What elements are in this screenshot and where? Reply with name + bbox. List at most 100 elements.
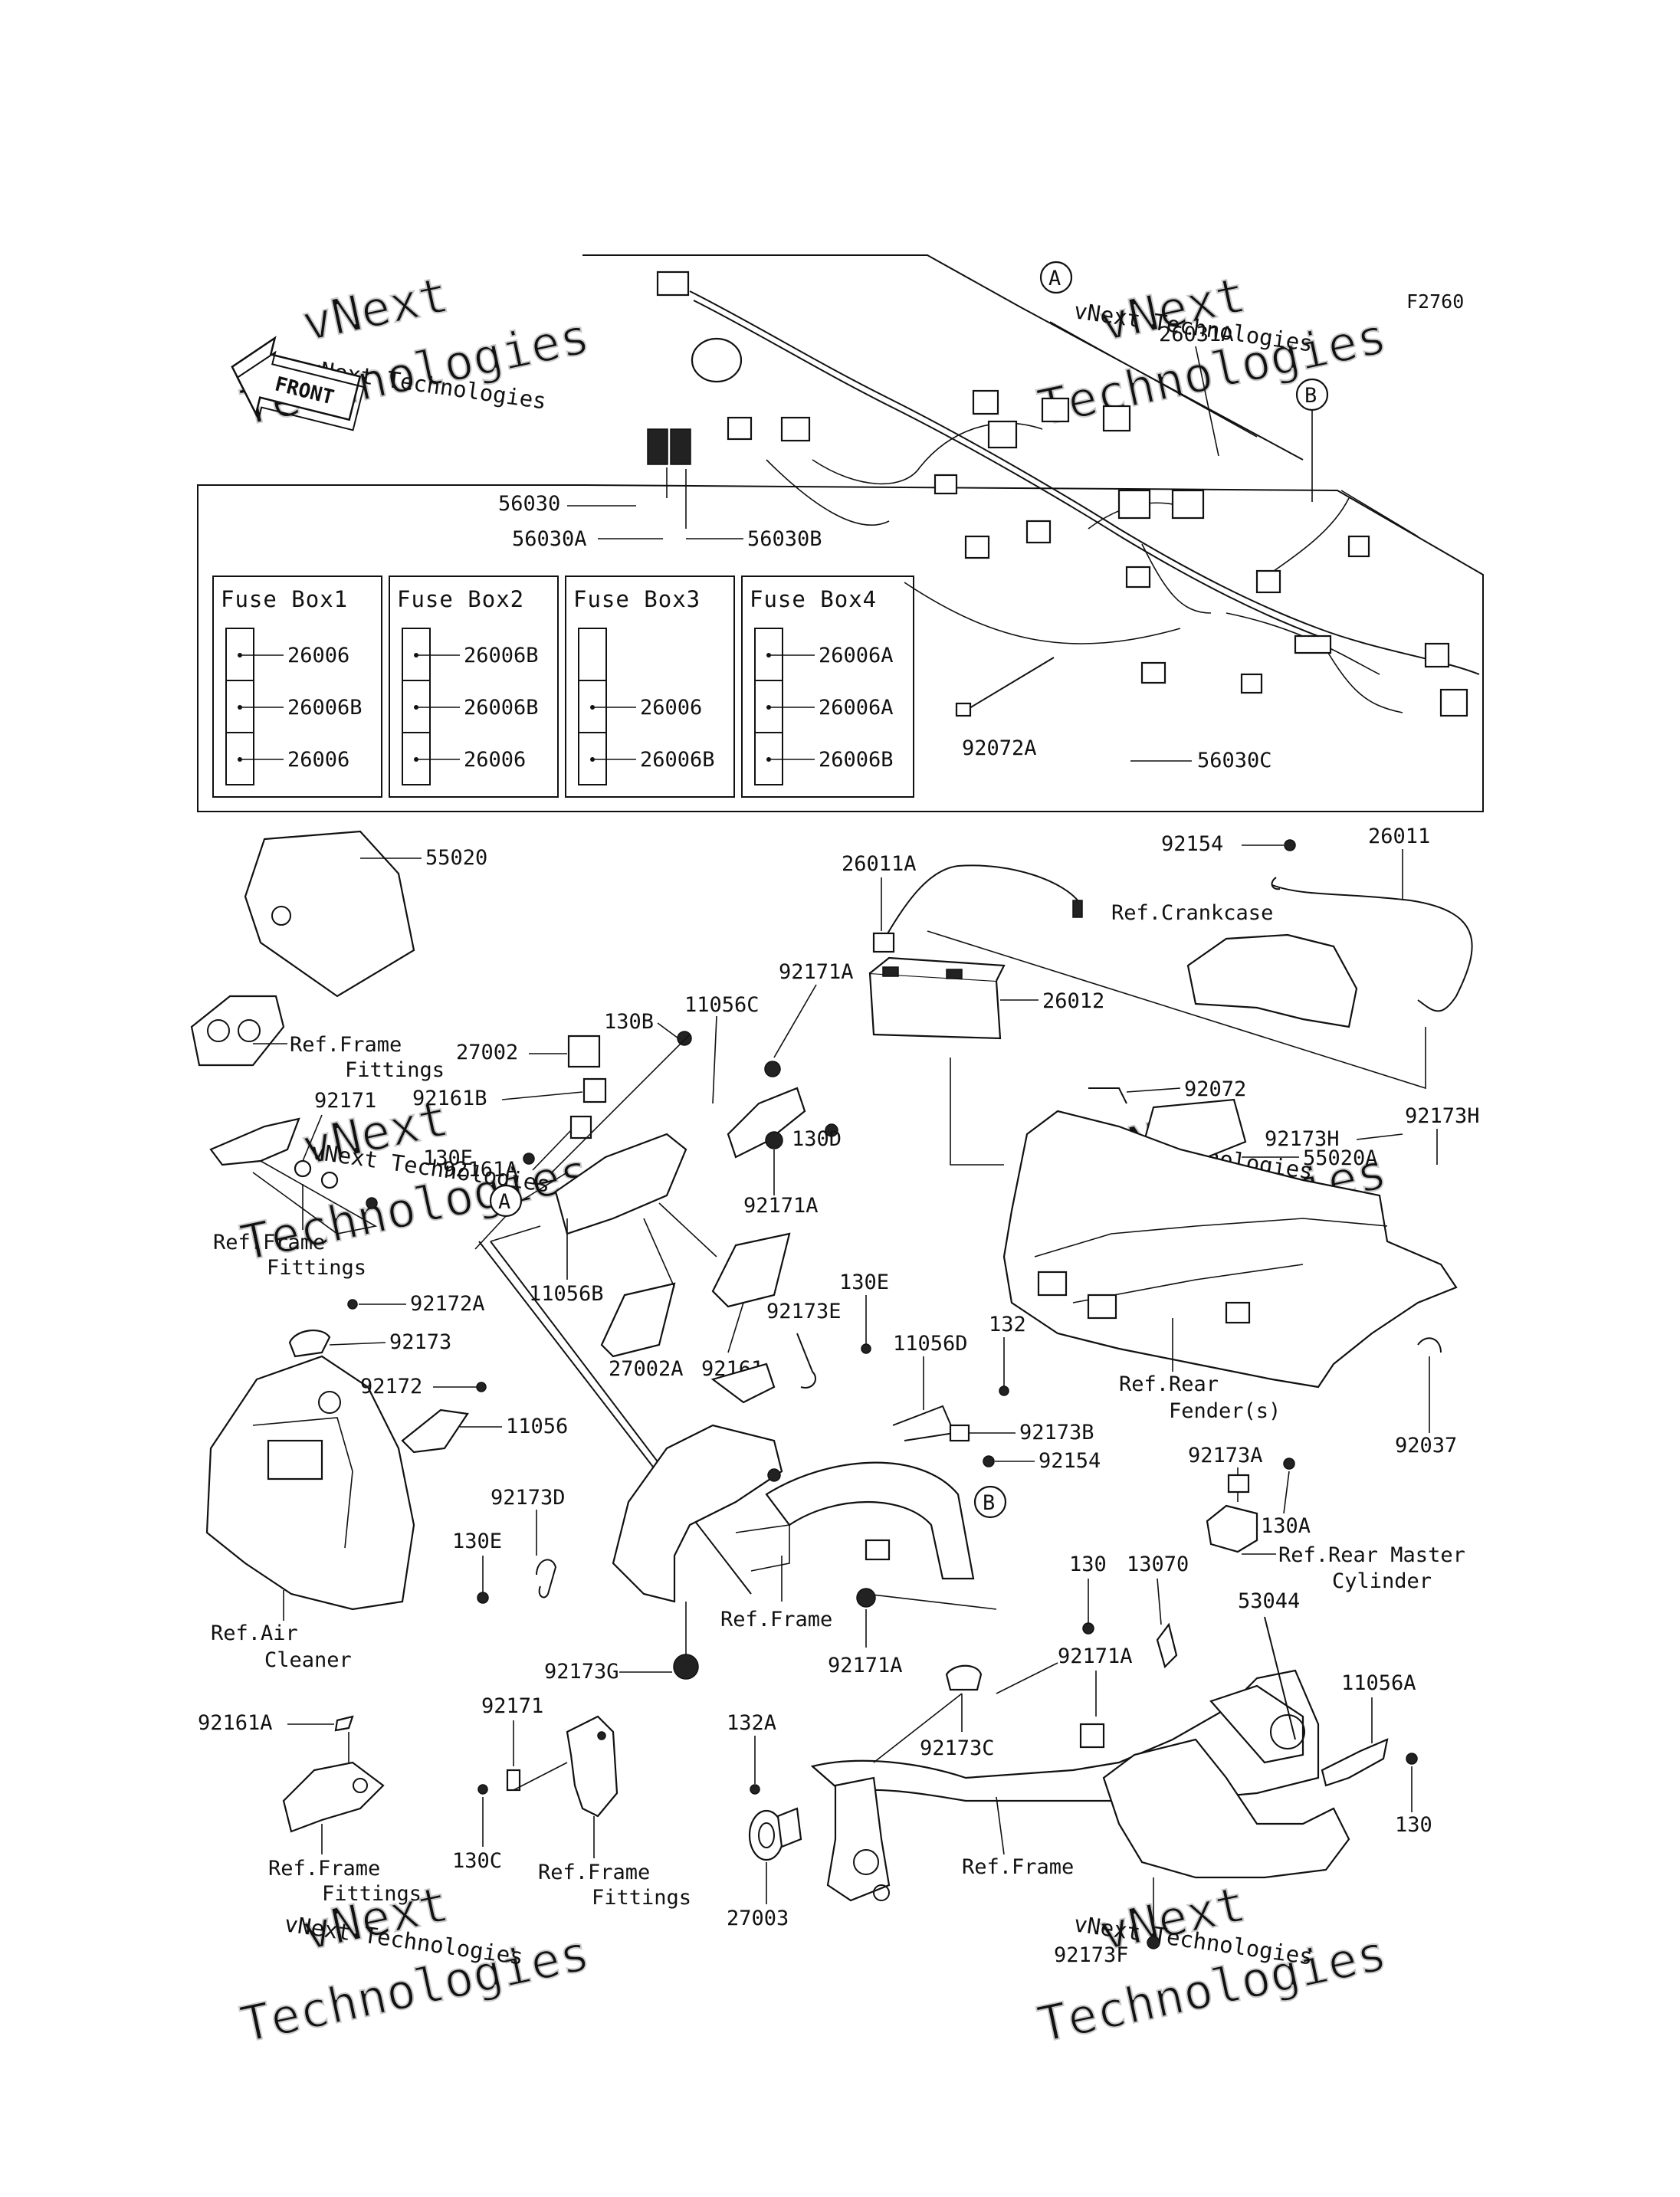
bracket-92072 [1088,1087,1127,1104]
fuse-box-2: Fuse Box2 26006B 26006B 26006 [389,575,559,798]
part-130A: 130A [1261,1514,1311,1538]
cable-26011A [881,864,1081,945]
part-92161A: 92161A [443,1158,518,1182]
part-92171A: 92171A [1058,1644,1133,1668]
svg-text:B: B [1304,384,1317,408]
rear-fender-ref [1002,1110,1458,1389]
part-56030: 56030 [498,492,560,516]
master-cylinder-bracket [1206,1504,1258,1553]
ref-rear-master-label: Ref.Rear Master [1278,1543,1465,1567]
fuse-slot: 26006 [464,748,526,772]
sensor-92173C [945,1664,983,1691]
fuse-slot: 26006 [287,748,349,772]
part-26011: 26011 [1368,825,1430,848]
part-92173E: 92173E [766,1300,842,1323]
part-92173F: 92173F [1054,1943,1129,1967]
part-26012: 26012 [1042,989,1104,1013]
clip-92037 [1417,1337,1442,1353]
bracket-92171 [209,1117,378,1235]
part-132A: 132A [727,1711,776,1735]
cable-tie [961,657,1055,713]
part-55020: 55020 [425,846,487,870]
part-56030A: 56030A [512,527,587,551]
crankcase-ref [1186,933,1358,1028]
ref-air-cleaner-label: Cleaner [264,1648,352,1672]
fuse-box-4: Fuse Box4 26006A 26006A 26006B [741,575,914,798]
part-92173A: 92173A [1188,1444,1263,1467]
fuse-slot: 26006A [819,696,894,720]
part-130: 130 [1069,1553,1107,1576]
fuse-box-3: Fuse Box3 26006 26006B [565,575,735,798]
fuse-slot: 26006 [287,644,349,667]
part-92173G: 92173G [544,1660,619,1684]
part-92171: 92171 [481,1694,543,1718]
ref-frame-label: Ref.Frame [962,1855,1074,1879]
part-92154: 92154 [1039,1449,1101,1473]
front-arrow-icon: FRONT [231,336,365,431]
part-11056: 11056 [506,1415,568,1438]
svg-text:A: A [498,1190,510,1214]
ref-frame-fittings-label: Ref.Frame [538,1861,650,1884]
part-92171: 92171 [314,1089,376,1113]
part-27002A: 27002A [609,1357,684,1381]
fuse-box-title: Fuse Box3 [573,586,701,612]
part-11056A: 11056A [1341,1671,1416,1695]
battery-26012 [868,956,1039,1040]
part-92173H: 92173H [1405,1104,1480,1128]
fuse-box-title: Fuse Box2 [397,586,524,612]
ref-frame-fittings-label: Ref.Frame [268,1857,380,1881]
fuse-slot: 26006B [640,748,715,772]
part-130B: 130B [604,1010,654,1034]
part-11056B: 11056B [529,1282,604,1306]
ref-frame-label: Ref.Frame [720,1608,832,1631]
part-130E: 130E [423,1146,473,1170]
part-130C: 130C [452,1849,502,1873]
part-92173C: 92173C [920,1736,995,1760]
part-92173B: 92173B [1019,1421,1094,1444]
ref-crankcase-label: Ref.Crankcase [1111,901,1273,925]
fuse-slot: 26006B [287,696,363,720]
ref-air-cleaner-label: Ref.Air [211,1622,298,1645]
part-56030B: 56030B [747,527,822,551]
part-92154: 92154 [1161,832,1223,856]
fittings-92171 [477,1715,619,1818]
fuse-slot: 26006 [640,696,702,720]
part-92037: 92037 [1395,1434,1457,1458]
frame-ref [478,1241,997,1610]
fittings-92161A [282,1715,385,1833]
part-92072A: 92072A [962,736,1037,760]
part-26011A: 26011A [842,852,917,876]
part-130: 130 [1395,1813,1432,1837]
part-130E: 130E [839,1271,889,1294]
bracket-11056A [1321,1738,1389,1787]
ref-frame-fittings-label: Fittings [322,1882,422,1906]
part-92173D: 92173D [491,1486,566,1510]
part-92171A: 92171A [779,960,854,984]
ecu-bracket [490,1031,838,1358]
cable-tie-head [955,702,972,717]
part-27002: 27002 [456,1041,518,1064]
part-92161B: 92161B [412,1087,487,1110]
air-cleaner-ref [205,1299,487,1611]
fuse-slot: 26006A [819,644,894,667]
tube-53044 [1264,1616,1296,1740]
part-92171A: 92171A [828,1654,903,1677]
cover-55020 [190,830,422,1067]
part-130D: 130D [792,1127,842,1151]
ref-frame-fittings-label: Ref.Frame [213,1231,325,1254]
part-55020A: 55020A [1303,1146,1378,1170]
part-92173: 92173 [389,1330,451,1354]
part-11056C: 11056C [684,993,760,1017]
fuse-slot: 26006B [464,696,539,720]
harness-frame [197,254,1484,812]
ref-rear-fender-label: Ref.Rear [1119,1372,1219,1396]
part-92161A: 92161A [198,1711,273,1735]
part-92172: 92172 [360,1375,422,1399]
fuse-box-title: Fuse Box1 [221,586,348,612]
part-130E: 130E [452,1530,502,1553]
part-56030C: 56030C [1197,749,1272,772]
part-132: 132 [989,1313,1026,1336]
part-27003: 27003 [727,1907,789,1930]
fuse-slot: 26006B [464,644,539,667]
